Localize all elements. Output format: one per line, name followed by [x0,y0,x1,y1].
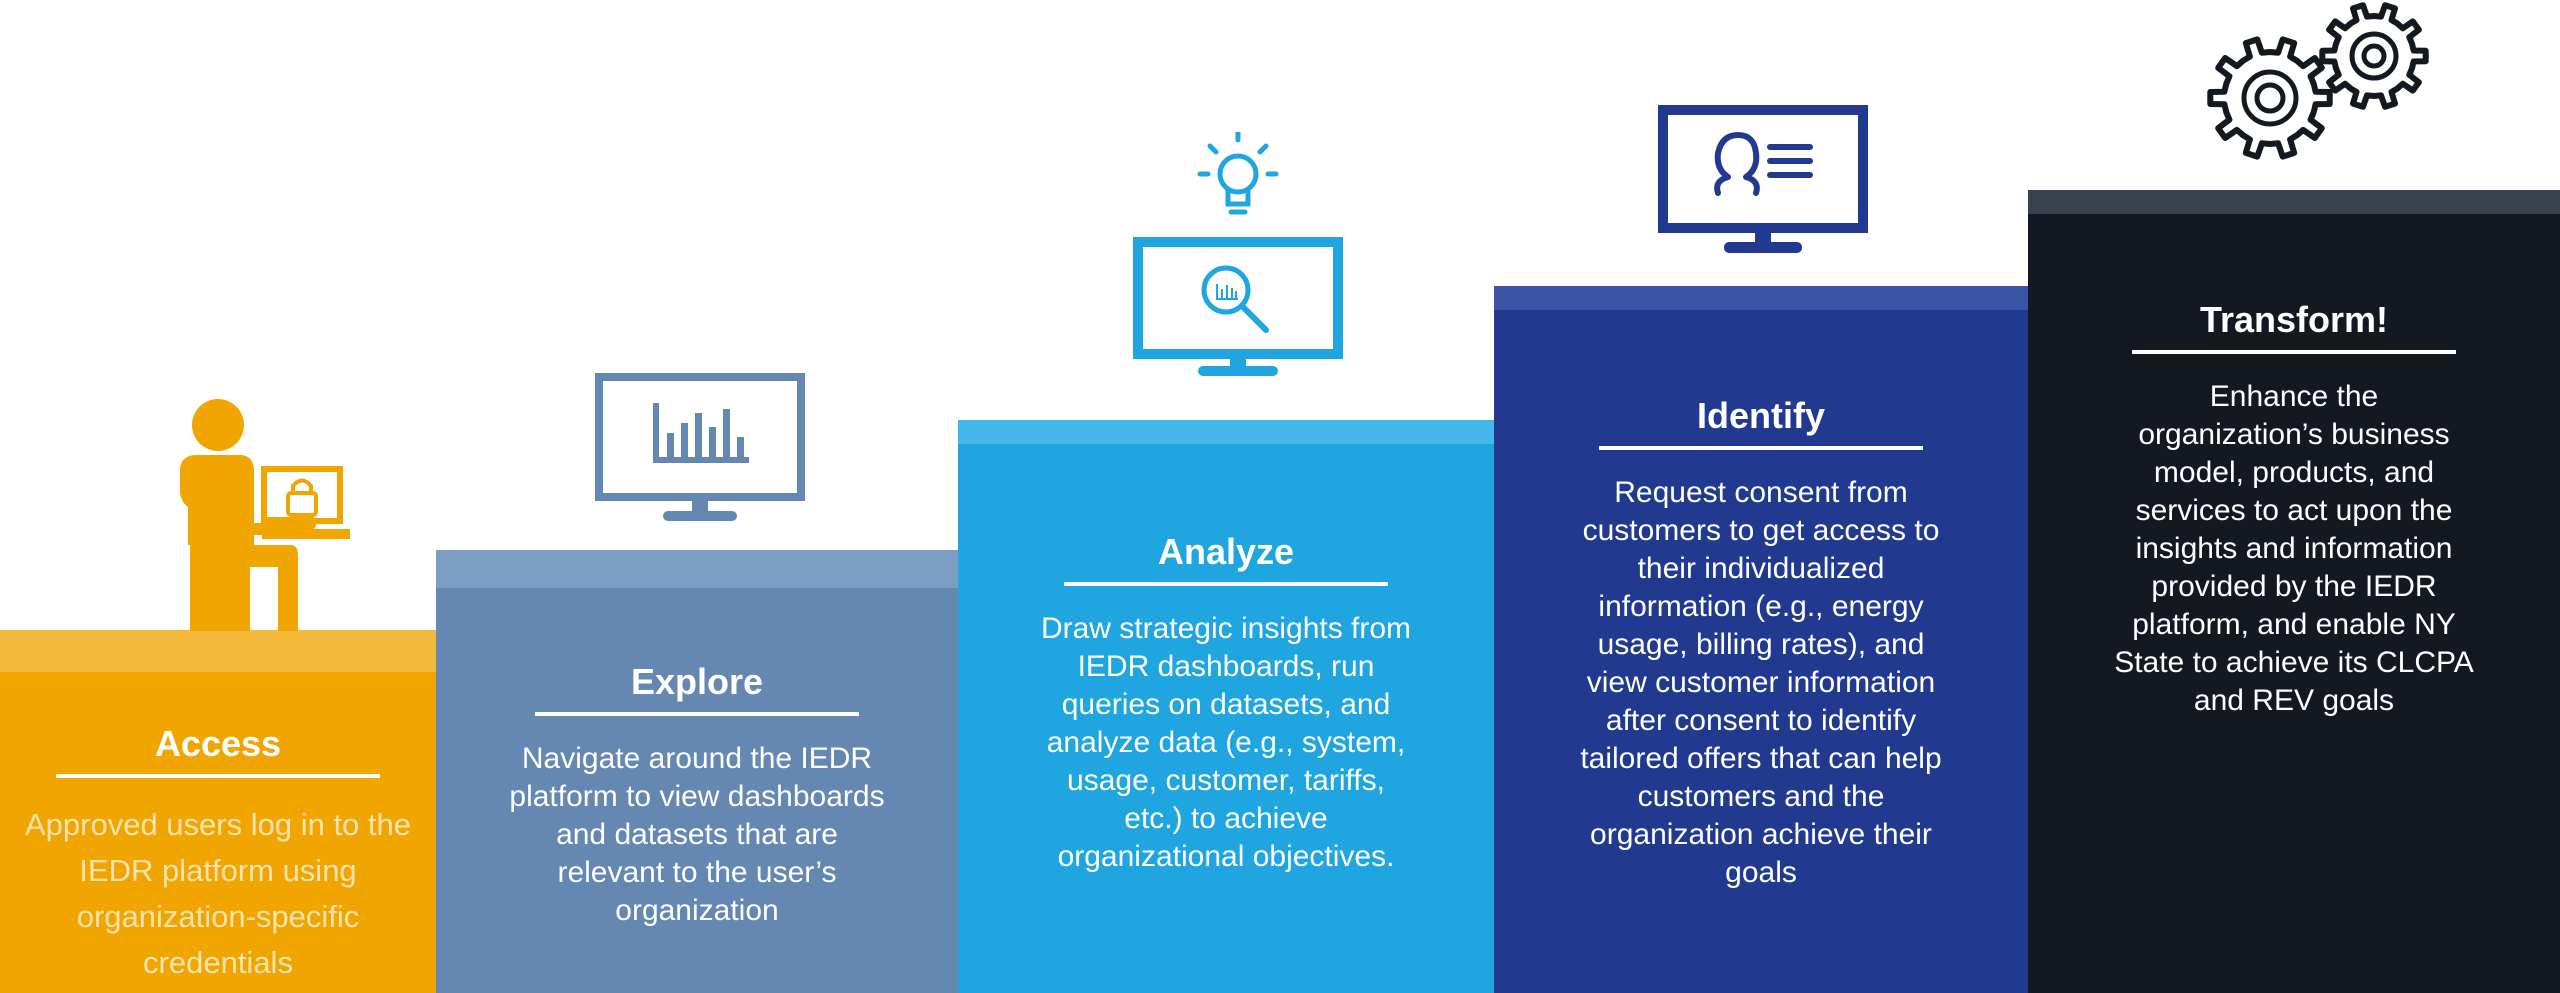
step-description: Request consent from customers to get ac… [1580,476,1942,889]
step-description: Navigate around the IEDR platform to vie… [509,742,885,927]
step-title: Identify [1696,395,1825,436]
gears-icon [2206,0,2430,162]
step-access: Access Approved users log in to the IEDR… [0,630,436,993]
monitor-magnifier-lightbulb-icon [1132,129,1344,390]
person-at-computer-icon [150,395,358,631]
monitor-chart-icon [595,373,805,525]
title-underline [1064,582,1388,586]
step-identify: Identify Request consent from customers … [1494,286,2028,993]
title-underline [1599,446,1923,450]
title-underline [56,774,380,778]
monitor-profile-icon [1658,105,1868,257]
title-underline [2132,350,2456,354]
step-description: Approved users log in to the IEDR platfo… [24,807,412,980]
step-description: Draw strategic insights from IEDR dashbo… [1040,612,1412,873]
step-description: Enhance the organization’s business mode… [2114,380,2474,717]
step-title: Access [154,723,282,764]
step-analyze: Analyze Draw strategic insights from IED… [958,420,1494,993]
step-transform: Transform! Enhance the organization’s bu… [2028,190,2560,993]
title-underline [535,712,859,716]
step-title: Transform! [2199,299,2389,340]
step-title: Analyze [1157,531,1295,572]
step-title: Explore [630,661,764,702]
step-explore: Explore Navigate around the IEDR platfor… [436,550,958,993]
